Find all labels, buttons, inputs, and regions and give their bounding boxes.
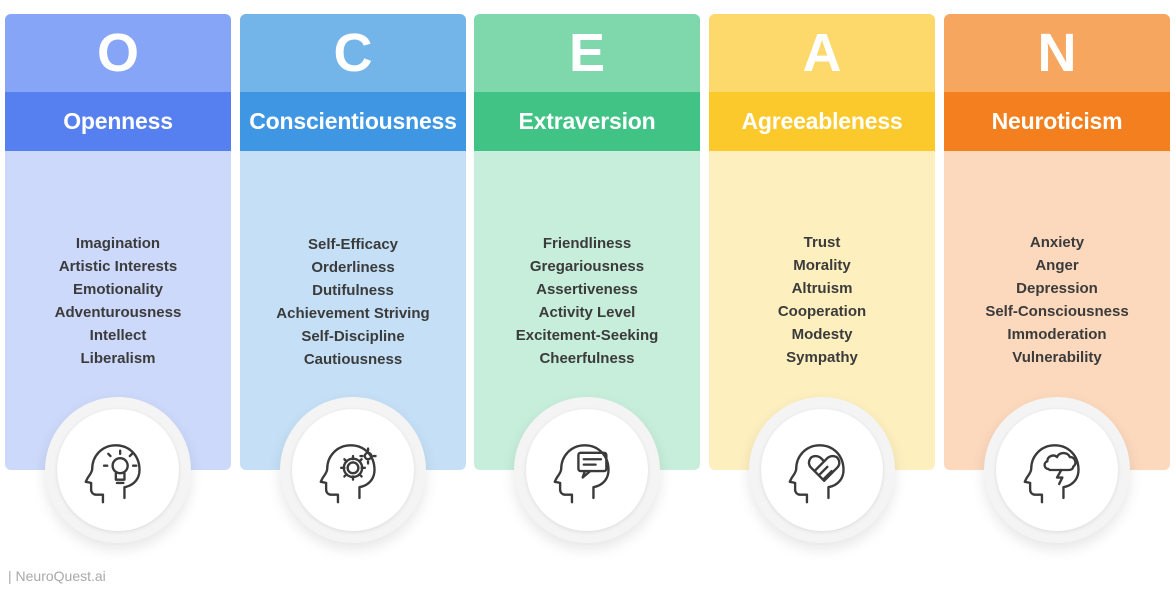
facet-list: Anxiety Anger Depression Self-Consciousn… xyxy=(944,231,1170,369)
facet-item: Self-Consciousness xyxy=(985,303,1129,320)
facet-item: Imagination xyxy=(75,235,161,252)
facet-item: Assertiveness xyxy=(536,281,638,298)
facet-item: Liberalism xyxy=(80,350,156,367)
trait-title: Agreeableness xyxy=(709,92,935,151)
facet-item: Anger xyxy=(1035,257,1079,274)
facet-item: Altruism xyxy=(791,280,853,297)
head-speech-bubble-icon xyxy=(526,409,648,531)
facet-item: Cautiousness xyxy=(303,351,403,368)
trait-title: Openness xyxy=(5,92,231,151)
trait-letter: C xyxy=(240,14,466,92)
icon-circle-extraversion xyxy=(514,397,660,543)
facet-item: Depression xyxy=(1016,280,1098,297)
facet-item: Cheerfulness xyxy=(539,350,635,367)
facet-item: Cooperation xyxy=(777,303,867,320)
trait-title: Extraversion xyxy=(474,92,700,151)
card-agreeableness: A Agreeableness Trust Morality Altruism … xyxy=(709,14,935,470)
facet-list: Imagination Artistic Interests Emotional… xyxy=(5,232,231,370)
trait-title: Conscientiousness xyxy=(240,92,466,151)
facet-list: Trust Morality Altruism Cooperation Mode… xyxy=(709,231,935,369)
trait-letter: O xyxy=(5,14,231,92)
facet-item: Immoderation xyxy=(1007,326,1107,343)
trait-title: Neuroticism xyxy=(944,92,1170,151)
facet-list: Friendliness Gregariousness Assertivenes… xyxy=(474,232,700,370)
facet-item: Gregariousness xyxy=(529,258,645,275)
facet-item: Sympathy xyxy=(786,349,858,366)
facet-item: Achievement Striving xyxy=(276,305,430,322)
facet-item: Excitement-Seeking xyxy=(515,327,659,344)
facet-item: Artistic Interests xyxy=(58,258,178,275)
brand-watermark: | NeuroQuest.ai xyxy=(8,568,106,584)
facet-list: Self-Efficacy Orderliness Dutifulness Ac… xyxy=(240,233,466,371)
icon-circle-agreeableness xyxy=(749,397,895,543)
trait-letter: N xyxy=(944,14,1170,92)
head-lightbulb-icon xyxy=(57,409,179,531)
facet-item: Vulnerability xyxy=(1012,349,1102,366)
facet-item: Self-Efficacy xyxy=(307,236,399,253)
trait-letter: A xyxy=(709,14,935,92)
card-openness: O Openness Imagination Artistic Interest… xyxy=(5,14,231,470)
facet-item: Activity Level xyxy=(538,304,636,321)
icon-circle-neuroticism xyxy=(984,397,1130,543)
facet-item: Anxiety xyxy=(1029,234,1085,251)
facet-item: Intellect xyxy=(89,327,147,344)
icon-circle-conscientiousness xyxy=(280,397,426,543)
facet-item: Friendliness xyxy=(542,235,632,252)
card-neuroticism: N Neuroticism Anxiety Anger Depression S… xyxy=(944,14,1170,470)
facet-item: Adventurousness xyxy=(54,304,182,321)
card-conscientiousness: C Conscientiousness Self-Efficacy Orderl… xyxy=(240,14,466,470)
head-gear-icon xyxy=(292,409,414,531)
facet-item: Self-Discipline xyxy=(301,328,405,345)
head-heart-handshake-icon xyxy=(761,409,883,531)
trait-letter: E xyxy=(474,14,700,92)
facet-item: Dutifulness xyxy=(312,282,394,299)
card-extraversion: E Extraversion Friendliness Gregariousne… xyxy=(474,14,700,470)
facet-item: Morality xyxy=(793,257,851,274)
facet-item: Modesty xyxy=(791,326,853,343)
facet-item: Trust xyxy=(803,234,841,251)
head-storm-cloud-icon xyxy=(996,409,1118,531)
facet-item: Orderliness xyxy=(311,259,395,276)
facet-item: Emotionality xyxy=(72,281,163,298)
icon-circle-openness xyxy=(45,397,191,543)
